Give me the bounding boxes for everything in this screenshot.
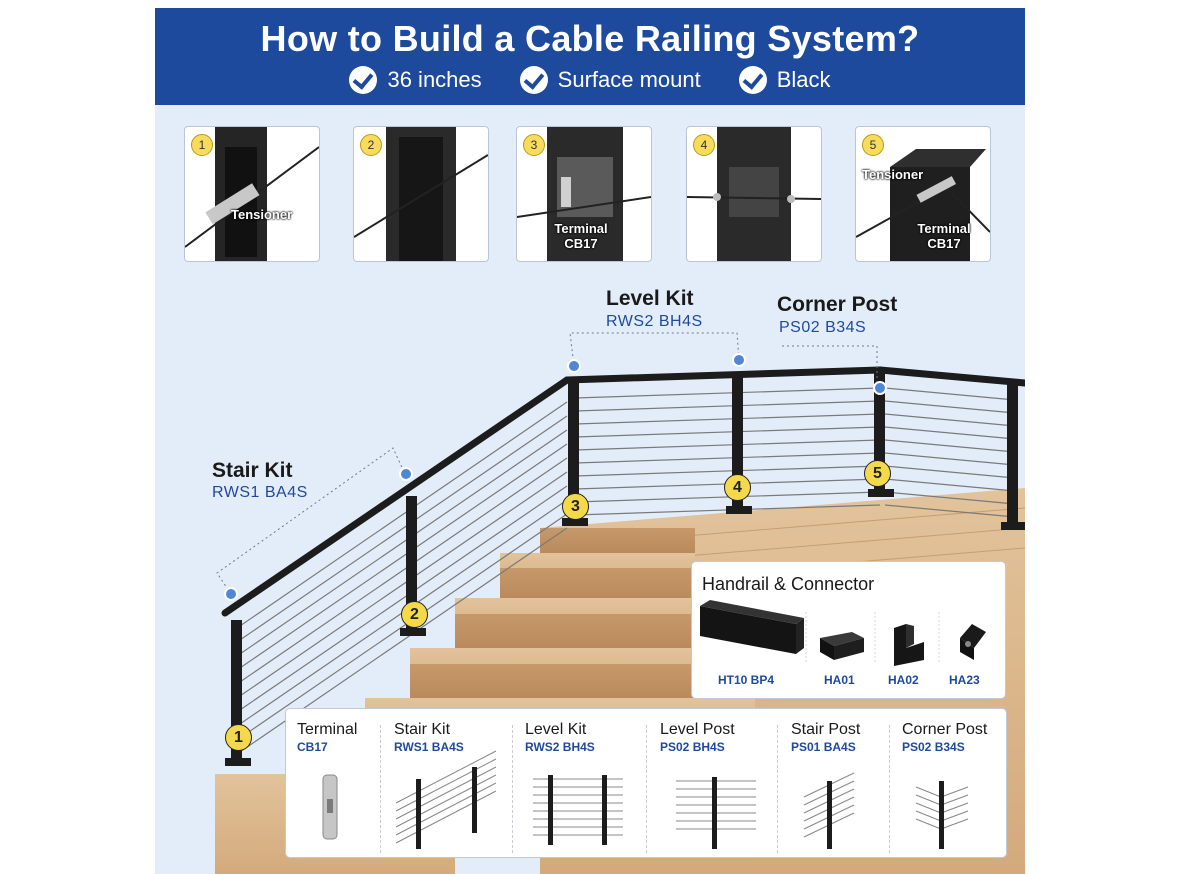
level-cables [574, 387, 1016, 518]
divider [889, 725, 890, 853]
part-code: PS02 B34S [902, 740, 965, 754]
part-code: RWS2 BH4S [525, 740, 595, 754]
part-title: Level Kit [525, 721, 587, 738]
step-1-panel: 1 Tensioner [184, 126, 320, 262]
step-number: 3 [523, 134, 545, 156]
part-code: PS01 BA4S [791, 740, 856, 754]
step-number: 1 [191, 134, 213, 156]
connector-code: HA23 [949, 673, 980, 687]
part-title: Level Post [660, 721, 735, 738]
part-level-post: Level Post PS02 BH4S [660, 721, 735, 754]
step-5-panel: 5 Tensioner Terminal CB17 [855, 126, 991, 262]
check-icon [349, 66, 378, 94]
step-4-panel: 4 [686, 126, 822, 262]
part-code: PS02 BH4S [660, 740, 725, 754]
connector-code: HA02 [888, 673, 919, 687]
post-number-badge: 1 [225, 724, 252, 751]
step-number: 2 [360, 134, 382, 156]
corner-post-title: Corner Post [777, 293, 898, 316]
level-kit-code: RWS2 BH4S [606, 313, 703, 330]
handrail-parts-illustration [700, 600, 986, 666]
divider [646, 725, 647, 853]
handrail-panel-title: Handrail & Connector [702, 574, 875, 594]
feature-item: Surface mount [519, 66, 701, 94]
step-number: 4 [693, 134, 715, 156]
step-caption: Tensioner [231, 207, 293, 222]
stair-cables [236, 401, 568, 755]
part-code: CB17 [297, 740, 328, 754]
feature-label: Black [776, 67, 831, 92]
stair-kit-code: RWS1 BA4S [212, 484, 308, 501]
infographic: How to Build a Cable Railing System? 36 … [155, 8, 1025, 874]
check-icon [519, 66, 548, 94]
post-number-badge: 4 [724, 474, 751, 501]
callout-lines [216, 332, 878, 595]
feature-label: 36 inches [387, 67, 482, 92]
corner-post-code: PS02 B34S [779, 319, 867, 336]
step-3-illustration [517, 127, 651, 261]
handrail-code: HT10 BP4 [718, 673, 775, 687]
parts-list-panel: Terminal CB17 Stair Kit RWS1 BA4S Level … [285, 708, 1007, 858]
post-number-badge: 2 [401, 601, 428, 628]
step-4-illustration [687, 127, 821, 261]
step-3-panel: 3 Terminal CB17 [516, 126, 652, 262]
posts [225, 370, 1025, 766]
feature-item: 36 inches [349, 66, 482, 94]
divider [777, 725, 778, 853]
part-corner-post: Corner Post PS02 B34S [902, 721, 987, 754]
feature-label: Surface mount [557, 67, 701, 92]
parts-illustrations [322, 750, 969, 849]
part-level-kit: Level Kit RWS2 BH4S [525, 721, 595, 754]
step-5-illustration [856, 149, 990, 261]
part-code: RWS1 BA4S [394, 740, 464, 754]
stair-kit-title: Stair Kit [212, 459, 293, 482]
check-icon [738, 66, 767, 94]
handrail [221, 366, 1025, 617]
level-kit-title: Level Kit [606, 287, 694, 310]
divider [512, 725, 513, 853]
feature-list: 36 inches Surface mount Black [155, 66, 1025, 94]
step-number: 5 [862, 134, 884, 156]
step-1-illustration [185, 127, 319, 261]
part-title: Stair Post [791, 721, 861, 738]
page-title: How to Build a Cable Railing System? [260, 18, 920, 59]
post-number-badge: 3 [562, 493, 589, 520]
step-2-panel: 2 [353, 126, 489, 262]
step-caption-top: Tensioner [862, 167, 924, 182]
feature-item: Black [738, 66, 831, 94]
part-title: Corner Post [902, 721, 988, 738]
step-caption: Terminal CB17 [554, 221, 608, 251]
part-title: Terminal [297, 721, 358, 738]
handrail-connector-panel: Handrail & Connector HT10 BP4 HA01 HA02 … [691, 561, 1006, 699]
step-2-illustration [354, 127, 488, 261]
step-caption-bottom: Terminal CB17 [917, 221, 971, 251]
part-stair-post: Stair Post PS01 BA4S [791, 721, 860, 754]
header-banner: How to Build a Cable Railing System? 36 … [155, 8, 1025, 105]
divider [380, 725, 381, 853]
part-terminal: Terminal CB17 [297, 721, 357, 754]
callout-dots [224, 353, 887, 601]
post-number-badge: 5 [864, 460, 891, 487]
part-stair-kit: Stair Kit RWS1 BA4S [394, 721, 464, 754]
connector-code: HA01 [824, 673, 855, 687]
part-title: Stair Kit [394, 721, 451, 738]
